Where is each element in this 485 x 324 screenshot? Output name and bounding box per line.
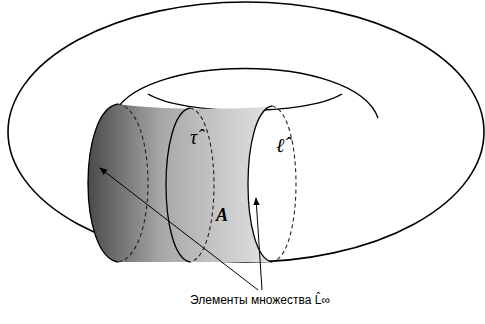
- leader-arrow: [100, 168, 258, 290]
- l-section-back: [272, 106, 296, 262]
- shaded-band: [88, 104, 272, 262]
- caption-note: Элементы множества L̂∞: [190, 294, 330, 307]
- tau-label: τ̂: [190, 126, 197, 148]
- leader-arrow: [256, 198, 262, 290]
- hole-lower-edge: [148, 94, 342, 111]
- torus-outline: [8, 2, 484, 262]
- l-section-front: [248, 106, 272, 262]
- region-label: A: [216, 206, 228, 226]
- tau-section-back: [190, 108, 214, 262]
- tau-section-front: [166, 108, 190, 262]
- left-section-back: [118, 104, 148, 262]
- left-section-front: [88, 104, 118, 262]
- ell-label: ℓ̂: [276, 134, 284, 156]
